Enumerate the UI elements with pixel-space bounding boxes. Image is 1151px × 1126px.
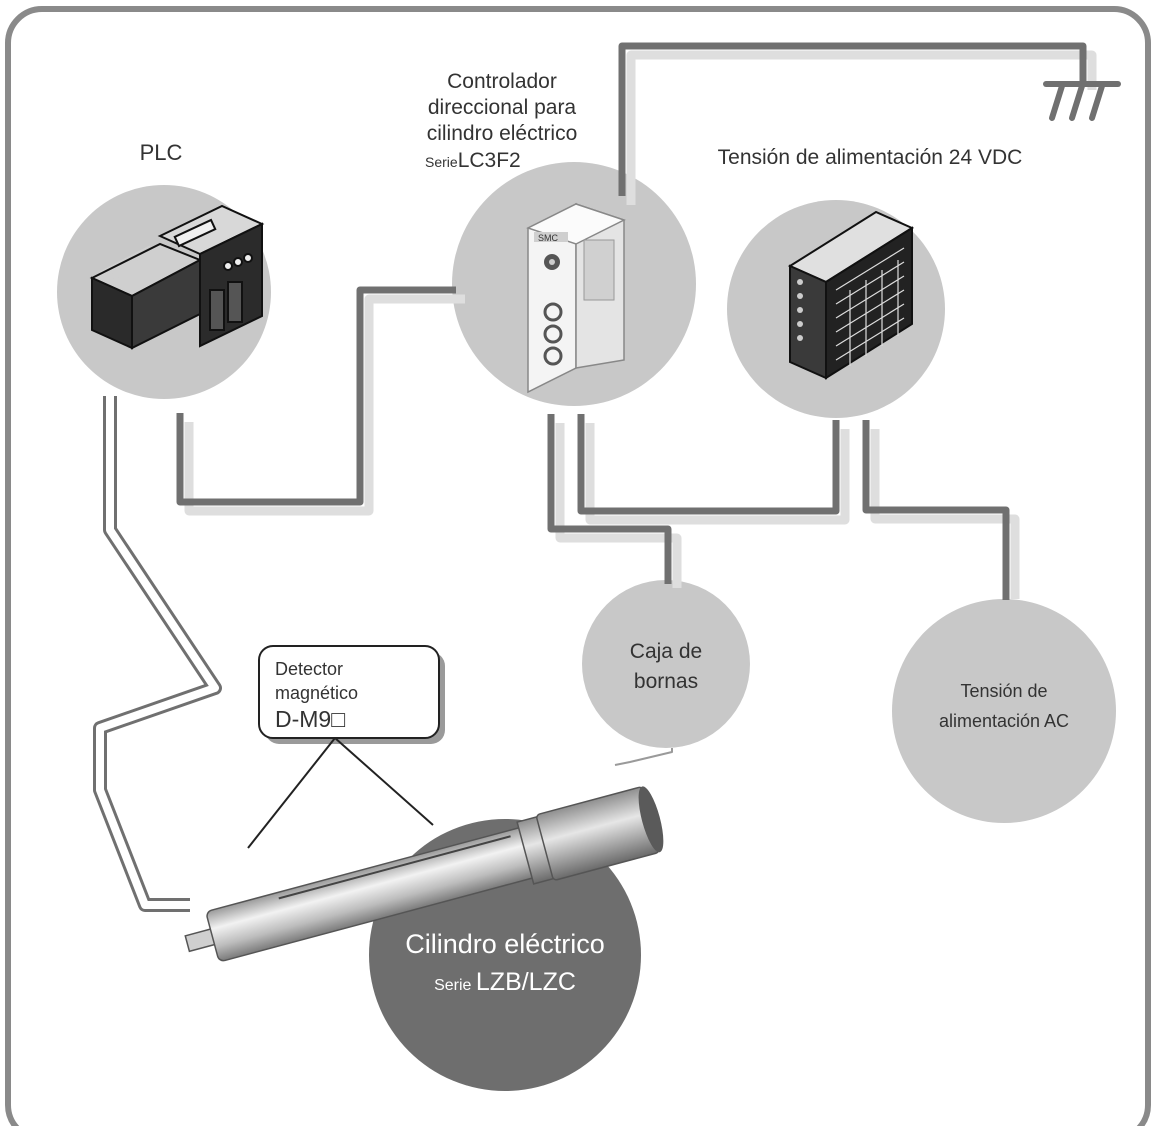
cables [93,42,1097,912]
cylinder-series-code: LZB/LZC [476,968,576,996]
controller-series-prefix: Serie [425,154,458,170]
controller-logo: SMC [538,233,559,243]
electric-cylinder-icon [184,786,664,962]
detector-label-line1: Detector [275,659,343,679]
terminal-box-label: Caja de bornas [630,640,702,693]
controller-label-line2: direccional para [428,96,577,119]
cable-controller-to-terminal-box [547,414,672,584]
cable-controller-to-ground [618,42,1087,196]
detector-label-line2: magnético [275,683,358,703]
detector-model: D-M9□ [275,706,345,732]
ground-symbol-icon [1043,81,1121,121]
detector-callout [247,645,445,849]
power-ac-label-line2: alimentación AC [939,711,1069,731]
controller-label-line3: cilindro eléctrico [427,122,578,145]
controller-label: Controlador direccional para cilindro el… [425,70,577,172]
cable-controller-to-power-dc [577,414,840,515]
cable-power-dc-to-power-ac [862,420,1010,600]
plc-device-icon [89,204,265,350]
power-supply-device-icon [787,210,915,380]
cylinder-series-prefix: Serie [434,977,471,994]
cylinder-series-line: Serie LZB/LZC [434,968,576,996]
terminal-box-label-line2: bornas [634,670,698,693]
terminal-box-label-line1: Caja de [630,640,702,663]
power-ac-label: Tensión de alimentación AC [939,681,1069,731]
detector-label: Detector magnético D-M9□ [275,659,358,732]
cylinder-label-line1: Cilindro eléctrico [405,929,605,959]
power-ac-label-line1: Tensión de [960,681,1047,701]
cable-plc-to-switch-inner [96,396,219,909]
cylinder-label: Cilindro eléctrico Serie LZB/LZC [405,929,605,996]
controller-series-line: SerieLC3F2 [425,149,521,172]
controller-label-line1: Controlador [447,70,557,93]
cable-terminal-box-to-motor [614,748,673,766]
controller-series-code: LC3F2 [458,149,521,172]
plc-label: PLC [140,140,183,165]
terminal-box-circle [582,580,750,748]
power-dc-label: Tensión de alimentación 24 VDC [718,146,1023,169]
controller-device-icon: SMC [526,202,626,394]
power-ac-circle [892,599,1116,823]
cable-plc-to-controller [176,286,456,506]
